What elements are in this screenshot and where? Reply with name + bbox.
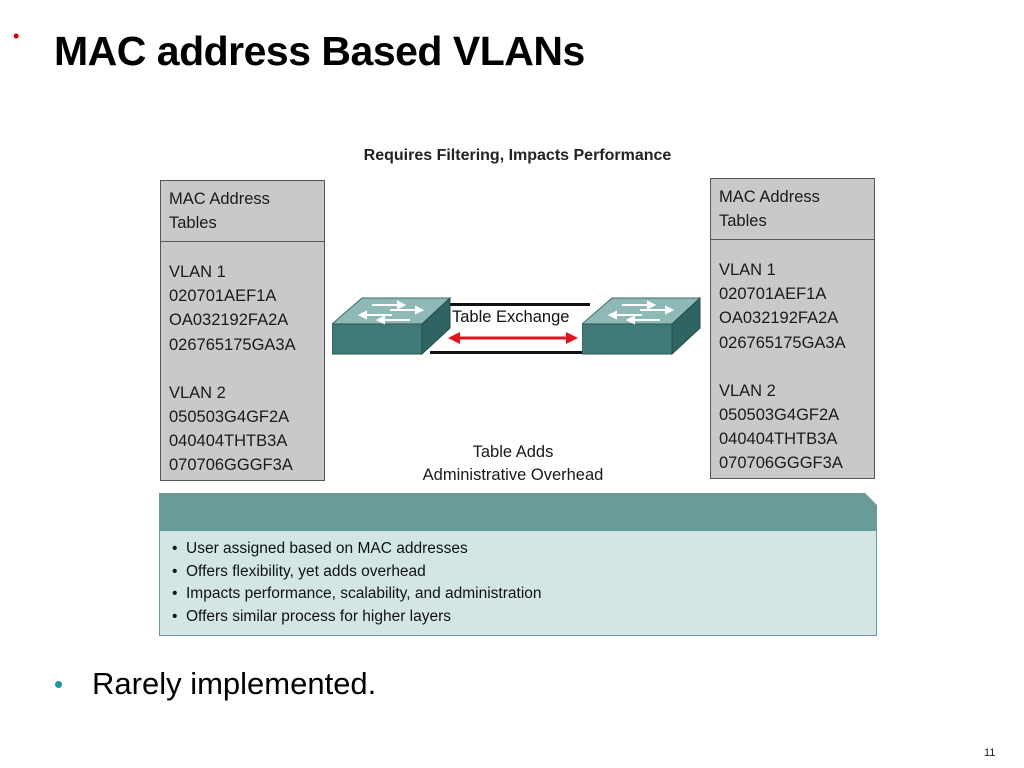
double-arrow-icon [448, 332, 578, 344]
list-item: Impacts performance, scalability, and ad… [172, 583, 876, 606]
mac-entry: 026765175GA3A [169, 335, 296, 354]
link-line [430, 303, 590, 306]
table-header-line: MAC Address [169, 190, 270, 208]
panel-body: User assigned based on MAC addresses Off… [159, 531, 877, 636]
overhead-caption-line: Table Adds [472, 443, 554, 461]
mac-entry: 070706GGGF3A [719, 454, 843, 473]
bullet-text: Rarely implemented. [92, 666, 377, 701]
mac-entry: OA032192FA2A [719, 309, 839, 328]
vlan-title: VLAN 1 [169, 263, 226, 281]
page-number: 11 [984, 747, 996, 759]
table-body: VLAN 1 020701AEF1A OA032192FA2A 02676517… [711, 240, 874, 476]
mac-entry: 020701AEF1A [719, 285, 827, 304]
left-mac-address-table: MAC Address Tables VLAN 1 020701AEF1A OA… [160, 180, 325, 481]
notes-panel: User assigned based on MAC addresses Off… [159, 493, 877, 636]
mac-entry: 026765175GA3A [719, 333, 846, 352]
list-item: User assigned based on MAC addresses [172, 538, 876, 561]
right-mac-address-table: MAC Address Tables VLAN 1 020701AEF1A OA… [710, 178, 875, 479]
mac-entry: 020701AEF1A [169, 287, 277, 306]
notes-list: User assigned based on MAC addresses Off… [172, 538, 876, 628]
mac-entry: 050503G4GF2A [719, 406, 840, 425]
link-line [430, 351, 590, 354]
table-header-line: Tables [719, 212, 767, 230]
mac-entry: 040404THTB3A [719, 430, 838, 449]
table-body: VLAN 1 020701AEF1A OA032192FA2A 02676517… [161, 242, 324, 478]
table-header: MAC Address Tables [711, 179, 874, 240]
link-label: Table Exchange [452, 308, 570, 326]
switch-icon [332, 296, 452, 356]
table-header-line: MAC Address [719, 188, 820, 206]
mac-entry: 050503G4GF2A [169, 408, 290, 427]
mac-entry: 040404THTB3A [169, 432, 288, 451]
list-item: Offers flexibility, yet adds overhead [172, 561, 876, 584]
panel-header-bar [159, 493, 877, 532]
table-header-line: Tables [169, 214, 217, 232]
table-header: MAC Address Tables [161, 181, 324, 242]
vlan-title: VLAN 2 [169, 383, 226, 402]
overhead-caption-line: Administrative Overhead [422, 466, 604, 484]
overhead-caption: Table Adds Administrative Overhead [393, 441, 633, 487]
slide-title: MAC address Based VLANs [54, 28, 585, 74]
mac-entry: OA032192FA2A [169, 311, 289, 330]
decorative-red-dot: • [13, 26, 20, 46]
diagram-heading: Requires Filtering, Impacts Performance [363, 147, 672, 164]
vlan-title: VLAN 2 [719, 381, 776, 400]
switch-link: Table Exchange [430, 303, 590, 356]
list-item: Offers similar process for higher layers [172, 606, 876, 629]
bullet-icon: • [54, 668, 64, 699]
switch-icon [582, 296, 702, 356]
mac-entry: 070706GGGF3A [169, 456, 293, 475]
slide-bullet: • Rarely implemented. [54, 666, 376, 702]
vlan-title: VLAN 1 [719, 261, 776, 279]
